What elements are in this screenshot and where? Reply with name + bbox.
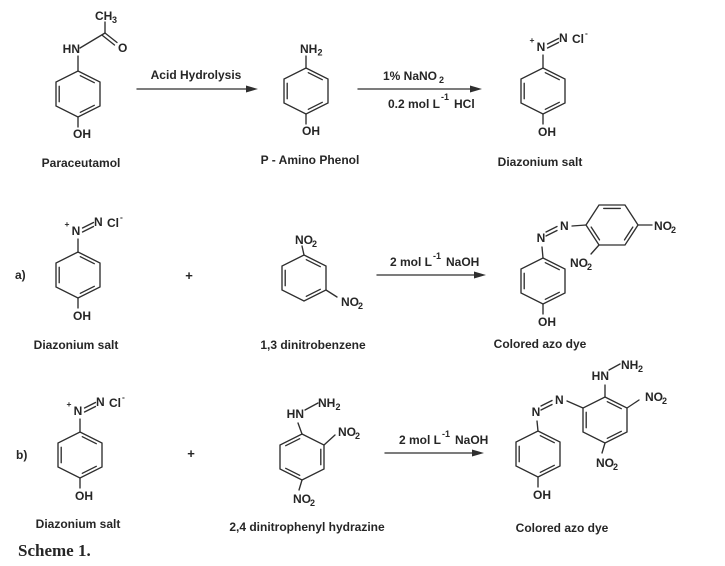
nano2-subscript: 2: [439, 75, 444, 85]
trisubstituted-ring: [582, 396, 628, 444]
scheme-title: Scheme 1.: [18, 541, 91, 560]
nitro-ortho-label: NO: [645, 390, 663, 404]
nitro1-subscript: 2: [312, 239, 317, 249]
azo-n1-label: N: [537, 231, 546, 245]
hydrazine-nh2-label: NH: [318, 396, 335, 410]
nitro-para-label: NO: [596, 456, 614, 470]
naoh-text: NaOH: [455, 433, 488, 447]
compound-name: 1,3 dinitrobenzene: [260, 338, 366, 352]
azo-n2-label: N: [555, 393, 564, 407]
hydrazine-nh2-label: NH: [621, 358, 638, 372]
diazonium-salt-row-b: Diazonium salt: [36, 392, 125, 531]
compound-name: Diazonium salt: [498, 155, 583, 169]
p-amino-phenol-structure: OH NH 2 P - Amino Phenol: [261, 42, 360, 167]
row-b-tag: b): [16, 448, 27, 462]
hydrazine-nh2-subscript: 2: [336, 402, 341, 412]
amide-nh-label: HN: [63, 42, 80, 56]
hydroxyl-label: OH: [302, 124, 320, 138]
arrowhead-icon: [246, 85, 258, 93]
plus-sign-row-b: +: [187, 446, 195, 461]
methyl-subscript: 3: [112, 15, 117, 25]
phenol-ring: OH: [515, 430, 561, 502]
nitro-para-subscript: 2: [310, 498, 315, 508]
nitro-ortho-subscript: 2: [587, 262, 592, 272]
nitro-ortho-label: NO: [338, 425, 356, 439]
paracetamol-structure: OH HN CH 3 O Paraceutamol: [42, 9, 128, 170]
compound-name: 2,4 dinitrophenyl hydrazine: [229, 520, 385, 534]
hcl-conc-text: 0.2 mol L: [388, 97, 440, 111]
nitro-para-subscript: 2: [671, 225, 676, 235]
naoh-superscript: -1: [442, 429, 450, 439]
arrowhead-icon: [474, 271, 486, 279]
azo-n1-label: N: [532, 405, 541, 419]
diazonium-salt-row1: Diazonium salt: [498, 28, 588, 169]
diazonium-salt-row-a: Diazonium salt: [34, 212, 123, 352]
dinitrophenyl-ring: [585, 204, 639, 246]
naoh-arrow-row-b: 2 mol L -1 NaOH: [384, 429, 488, 457]
hydroxyl-label: OH: [533, 488, 551, 502]
compound-name: Colored azo dye: [494, 337, 587, 351]
arrowhead-icon: [472, 449, 484, 457]
hcl-superscript: -1: [441, 92, 449, 102]
nitro-ortho-subscript: 2: [662, 396, 667, 406]
dnph-structure: HN NH 2 NO 2 NO 2 2,4 dinitrophenyl hydr…: [229, 396, 385, 534]
row-a-tag: a): [15, 268, 26, 282]
nitro2-label: NO: [341, 295, 359, 309]
acid-hydrolysis-arrow: Acid Hydrolysis: [136, 68, 258, 93]
nitro-para-subscript: 2: [613, 462, 618, 472]
azo-dye-a-structure: OH N N NO 2 NO 2 Colored azo dye: [494, 204, 676, 351]
azo-dye-b-structure: OH N N HN NH 2 NO 2 NO 2 Colored azo dye: [515, 358, 667, 535]
nitro-ortho-subscript: 2: [355, 431, 360, 441]
hydrazine-hn-label: HN: [592, 369, 609, 383]
nitro-ortho-label: NO: [570, 256, 588, 270]
hydroxyl-label: OH: [73, 127, 91, 141]
amine-subscript: 2: [318, 48, 323, 58]
compound-name: Paraceutamol: [42, 156, 121, 170]
compound-name: P - Amino Phenol: [261, 153, 360, 167]
hydrazine-hn-label: HN: [287, 407, 304, 421]
arrowhead-icon: [470, 85, 482, 93]
naoh-conc-text: 2 mol L: [399, 433, 441, 447]
compound-name: Diazonium salt: [34, 338, 119, 352]
naoh-arrow-row-a: 2 mol L -1 NaOH: [376, 251, 486, 279]
compound-name: Diazonium salt: [36, 517, 121, 531]
hydrazine-nh2-subscript: 2: [638, 364, 643, 374]
naoh-conc-text: 2 mol L: [390, 255, 432, 269]
diazotization-arrow: 1% NaNO 2 0.2 mol L -1 HCl: [357, 69, 482, 111]
hcl-text: HCl: [454, 97, 475, 111]
compound-name: Colored azo dye: [516, 521, 609, 535]
nano2-text: 1% NaNO: [383, 69, 437, 83]
amine-label: NH: [300, 42, 317, 56]
nitro2-subscript: 2: [358, 301, 363, 311]
azo-n2-label: N: [560, 219, 569, 233]
naoh-text: NaOH: [446, 255, 479, 269]
methyl-label: CH: [95, 9, 112, 23]
naoh-superscript: -1: [433, 251, 441, 261]
dinitrobenzene-structure: NO 2 NO 2 1,3 dinitrobenzene: [260, 233, 366, 352]
hydroxyl-label: OH: [538, 315, 556, 329]
nitro1-label: NO: [295, 233, 313, 247]
nitro-para-label: NO: [654, 219, 672, 233]
carbonyl-o-label: O: [118, 41, 127, 55]
phenol-ring: OH: [520, 257, 566, 329]
nitro-para-label: NO: [293, 492, 311, 506]
plus-sign-row-a: +: [185, 268, 193, 283]
condition-text: Acid Hydrolysis: [151, 68, 242, 82]
